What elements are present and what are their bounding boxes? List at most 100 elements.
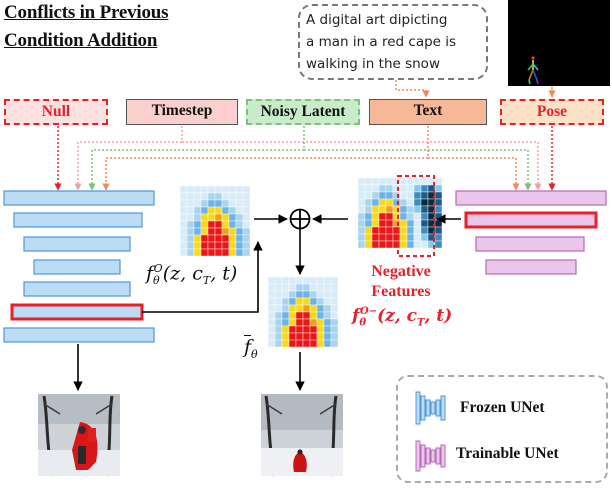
heatmap-cell: [186, 192, 195, 201]
heatmap-cell: [200, 227, 209, 236]
negative-label-line1: Negative: [371, 263, 431, 280]
flow-arrows: [73, 214, 461, 391]
heatmap-cell: [413, 191, 422, 200]
heatmap-cell: [207, 213, 216, 222]
heatmap-cell: [179, 227, 188, 236]
prompt-line-3: walking in the snow: [306, 56, 440, 72]
heatmap-cell: [330, 339, 339, 348]
heatmap-cell: [357, 205, 366, 214]
heatmap-cell: [274, 276, 283, 285]
heatmap-cell: [186, 206, 195, 215]
text-prompt-bubble: A digital art dipicting a man in a red c…: [298, 4, 488, 80]
heatmap-cell: [274, 297, 283, 306]
heatmap-cell: [274, 339, 283, 348]
heatmap-cell: [357, 184, 366, 193]
heatmap-cell: [288, 297, 297, 306]
heatmap-cell: [434, 191, 443, 200]
heatmap-cell: [242, 227, 251, 236]
heatmap-cell: [364, 184, 373, 193]
heatmap-cell: [420, 184, 429, 193]
heatmap-cell: [281, 283, 290, 292]
heatmap-cell: [323, 325, 332, 334]
heatmap-cell: [214, 227, 223, 236]
heatmap-cell: [364, 191, 373, 200]
heatmap-cell: [295, 276, 304, 285]
heatmap-cell: [357, 177, 366, 186]
heatmap-cell: [420, 226, 429, 235]
heatmap-cell: [385, 212, 394, 221]
heatmap-cell: [406, 233, 415, 242]
heatmap-cell: [186, 185, 195, 194]
heatmap-cell: [399, 240, 408, 249]
heatmap-cell: [207, 234, 216, 243]
heatmap-cell: [413, 198, 422, 207]
heatmap-cell: [281, 297, 290, 306]
heatmap-cell: [378, 184, 387, 193]
heatmap-cell: [434, 198, 443, 207]
heatmap-cell: [235, 241, 244, 250]
heatmap-cell: [399, 198, 408, 207]
heatmap-cell: [434, 184, 443, 193]
heatmap-cell: [309, 318, 318, 327]
heatmap-cell: [288, 318, 297, 327]
heatmap-cell: [200, 241, 209, 250]
heatmap-cell: [420, 240, 429, 249]
heatmap-cell: [221, 206, 230, 215]
heatmap-cell: [235, 227, 244, 236]
heatmap-cell: [413, 205, 422, 214]
heatmap-cell: [193, 227, 202, 236]
heatmap-cell: [316, 318, 325, 327]
heatmap-cell: [413, 233, 422, 242]
heatmap-cell: [323, 311, 332, 320]
heatmap-cell: [221, 220, 230, 229]
heatmap-cell: [295, 318, 304, 327]
heatmap-cell: [406, 205, 415, 214]
heatmap-cell: [288, 283, 297, 292]
heatmap-cell: [378, 226, 387, 235]
condition-timestep: Timestep: [126, 99, 238, 125]
formula-negative: fθO−(z, cT, t): [352, 306, 453, 329]
heatmap-cell: [385, 191, 394, 200]
condition-pose: Pose: [500, 99, 604, 125]
heatmap-cell: [364, 177, 373, 186]
heatmap-fbar: [267, 276, 339, 348]
heatmap-cell: [413, 212, 422, 221]
heatmap-cell: [193, 199, 202, 208]
heatmap-cell: [221, 213, 230, 222]
heatmap-cell: [378, 198, 387, 207]
heatmap-cell: [378, 191, 387, 200]
heatmap-cell: [288, 339, 297, 348]
frozen-unet-icon: [415, 391, 446, 425]
heatmap-cell: [207, 199, 216, 208]
heatmap-cell: [295, 325, 304, 334]
heatmap-cell: [186, 248, 195, 257]
heatmap-cell: [406, 226, 415, 235]
heatmap-cell: [302, 276, 311, 285]
heatmap-cell: [385, 205, 394, 214]
heatmap-cell: [295, 311, 304, 320]
heatmap-cell: [221, 185, 230, 194]
heatmap-cell: [179, 206, 188, 215]
heatmap-cell: [357, 191, 366, 200]
heatmap-cell: [316, 290, 325, 299]
heatmap-cell: [214, 206, 223, 215]
heatmap-cell: [267, 332, 276, 341]
heatmap-cell: [330, 276, 339, 285]
heatmap-cell: [193, 206, 202, 215]
heatmap-cell: [242, 241, 251, 250]
heatmap-cell: [309, 304, 318, 313]
diagram-title-line1: Conflicts in Previous: [4, 2, 169, 23]
heatmap-cell: [214, 220, 223, 229]
heatmap-cell: [200, 206, 209, 215]
heatmap-cell: [207, 206, 216, 215]
heatmap-cell: [385, 177, 394, 186]
output-image-target: [261, 394, 343, 477]
frozen-unet-left: [3, 190, 155, 343]
heatmap-cell: [288, 332, 297, 341]
heatmap-cell: [399, 212, 408, 221]
heatmap-cell: [267, 297, 276, 306]
heatmap-cell: [295, 339, 304, 348]
heatmap-cell: [214, 199, 223, 208]
heatmap-cell: [242, 199, 251, 208]
